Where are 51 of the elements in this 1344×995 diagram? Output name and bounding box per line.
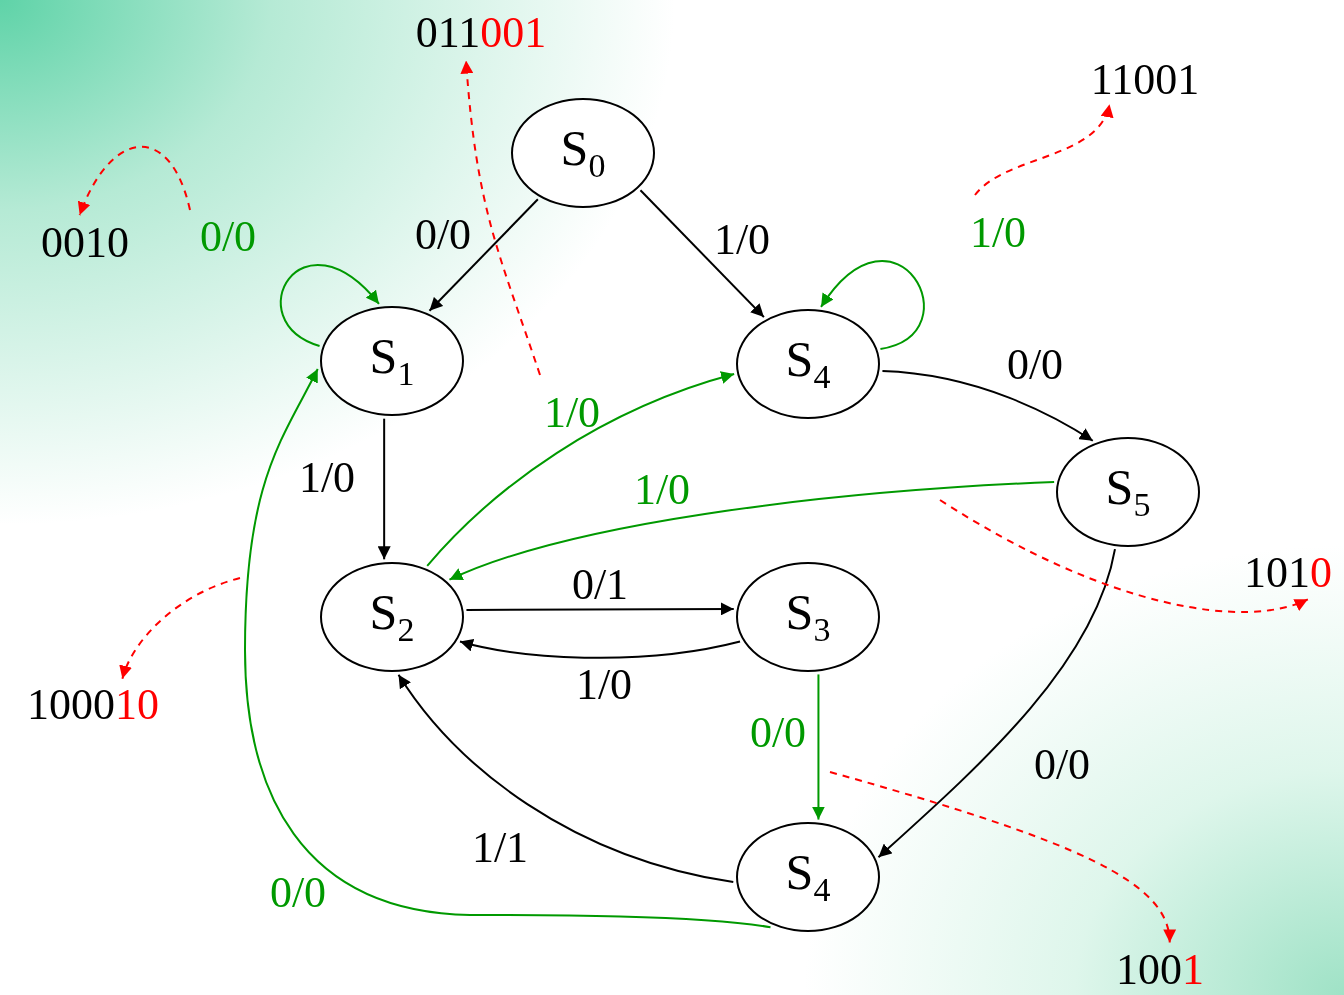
bit-sequence: 0010 [41,221,129,265]
state-name: S$_{4}$ [785,334,831,394]
transition-arrow [244,368,772,929]
highlighted-bits: 0 [1310,551,1332,595]
transition-arrow [428,198,539,312]
highlighted-bits: 1 [1182,948,1204,992]
transition-arrow [877,548,1116,859]
transition-arrow [811,673,825,821]
edge-label: 0/0 [749,711,807,755]
state-name: S$_{1}$ [369,331,415,391]
edge-label: 0/0 [1006,343,1064,387]
dashed-arrow [460,59,541,376]
edge-label: 0/0 [414,213,472,257]
bit-sequence: 101 [1244,551,1310,595]
transition-arrow [377,417,391,561]
state-name: S$_{3}$ [785,587,831,647]
state-name: S$_{5}$ [1105,462,1151,522]
edge-label: 1/0 [969,211,1027,255]
bit-sequence: 011 [415,11,481,55]
state-name: S$_{0}$ [560,123,606,183]
state-name: S$_{4}$ [785,847,831,907]
bit-sequence: 1000 [27,683,115,727]
edge-label: 1/0 [575,663,633,707]
highlighted-bits: 10 [115,683,159,727]
transition-arrow [397,673,735,884]
edge-label: 0/0 [199,215,257,259]
dashed-arrow [829,771,1175,944]
state-name: S$_{2}$ [369,587,415,647]
dashed-arrow [78,145,191,217]
edge-label: 0/1 [571,563,629,607]
transition-arrow [881,370,1094,442]
transition-arrow [458,638,742,659]
edge-label: 0/0 [1033,743,1091,787]
bit-sequence: 100 [1116,948,1182,992]
transition-arrow [448,480,1056,581]
transition-arrow [820,260,925,350]
edge-label: 1/0 [543,391,601,435]
bit-sequence: 11001 [1090,58,1200,102]
edge-label: 0/0 [269,871,327,915]
highlighted-bits: 001 [480,11,547,55]
edge-label: 1/0 [713,218,771,262]
transition-arrow [639,189,765,319]
transition-arrow [426,371,736,567]
dashed-arrow [939,499,1309,613]
edge-label: 1/0 [633,468,691,512]
dashed-arrow [120,577,241,680]
transition-arrow [465,602,735,616]
dashed-arrow [974,103,1112,196]
transition-arrow [279,264,380,347]
edge-label: 1/1 [471,826,529,870]
edge-label: 1/0 [298,456,356,500]
